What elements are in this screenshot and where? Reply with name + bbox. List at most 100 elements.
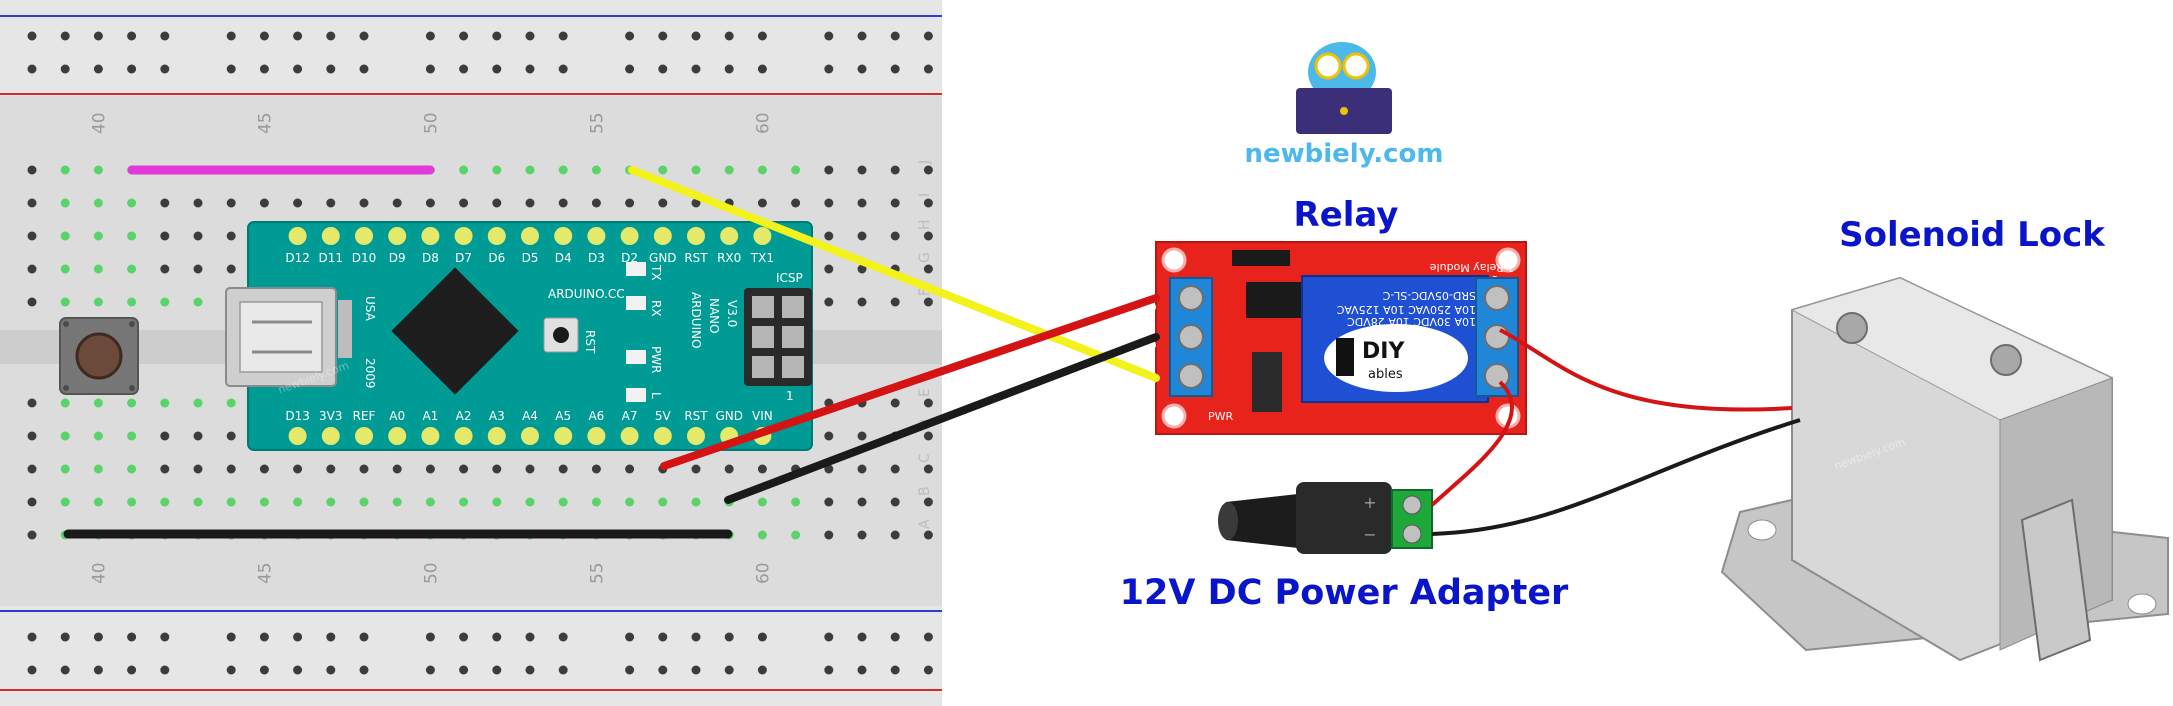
breadboard-hole — [923, 464, 933, 474]
breadboard-hole — [193, 264, 203, 274]
relay-spec-line-1: SRD-05VDC-SL-C — [1382, 289, 1476, 302]
push-button-corner — [63, 321, 69, 327]
breadboard-hole — [459, 165, 469, 175]
rail-hole — [93, 632, 103, 642]
pin-label: D5 — [522, 251, 539, 265]
icsp-pin — [782, 326, 804, 348]
breadboard-hole — [60, 431, 70, 441]
rail-hole — [27, 31, 37, 41]
terminal-screw — [1484, 285, 1510, 311]
breadboard-hole — [459, 464, 469, 474]
rail-hole — [857, 31, 867, 41]
icsp-pin — [782, 296, 804, 318]
pin-label: D3 — [588, 251, 605, 265]
arduino-pad — [554, 427, 573, 445]
led-label: RX — [649, 300, 663, 317]
pin-label: TX1 — [750, 251, 774, 265]
breadboard-hole — [757, 165, 767, 175]
rail-hole — [658, 632, 668, 642]
rst-text: RST — [583, 330, 597, 354]
breadboard-hole — [525, 464, 535, 474]
relay-spec-line-3: 10A 30VDC 10A 28VDC — [1347, 315, 1476, 328]
column-number: 50 — [421, 562, 441, 584]
breadboard-hole — [857, 530, 867, 540]
pin-label: GND — [649, 251, 677, 265]
rail-hole — [60, 665, 70, 675]
diyables-logo — [1324, 324, 1468, 392]
terminal-label-no: NO — [1533, 370, 1546, 387]
breadboard-hole — [757, 530, 767, 540]
column-number: 40 — [89, 562, 109, 584]
breadboard-hole — [824, 530, 834, 540]
breadboard-hole — [60, 398, 70, 408]
breadboard-hole — [160, 231, 170, 241]
rail-hole — [326, 64, 336, 74]
icsp-pin — [782, 356, 804, 378]
rail-hole — [724, 665, 734, 675]
breadboard-hole — [27, 264, 37, 274]
breadboard-hole — [923, 231, 933, 241]
breadboard-hole — [93, 264, 103, 274]
breadboard-hole — [60, 464, 70, 474]
arduino-pad — [321, 227, 340, 245]
breadboard-hole — [492, 198, 502, 208]
rail-hole — [459, 632, 469, 642]
breadboard-hole — [890, 165, 900, 175]
breadboard-hole — [127, 497, 137, 507]
breadboard-hole — [824, 231, 834, 241]
rail-hole — [160, 31, 170, 41]
dc-power-adapter: + − — [1218, 482, 1433, 554]
breadboard-hole — [27, 297, 37, 307]
breadboard-hole — [160, 198, 170, 208]
breadboard-hole — [459, 497, 469, 507]
pin-label: A1 — [422, 409, 438, 423]
rail-hole — [127, 665, 137, 675]
rail-hole — [27, 632, 37, 642]
rail-hole — [824, 665, 834, 675]
breadboard-hole — [127, 297, 137, 307]
pin-label: D4 — [555, 251, 572, 265]
rail-hole — [127, 64, 137, 74]
rail-hole — [293, 665, 303, 675]
rail-hole — [293, 31, 303, 41]
l-led — [626, 388, 646, 402]
model-line-3: V3.0 — [725, 300, 739, 327]
breadboard-hole — [60, 231, 70, 241]
arduino-pad — [288, 427, 307, 445]
breadboard-hole — [226, 264, 236, 274]
relay-spec-line-2: 10A 250VAC 10A 125VAC — [1336, 303, 1476, 316]
pwr-led — [626, 350, 646, 364]
breadboard-hole — [293, 464, 303, 474]
breadboard-hole — [923, 497, 933, 507]
breadboard-hole — [226, 464, 236, 474]
breadboard-hole — [193, 198, 203, 208]
plus-symbol: + — [1363, 493, 1376, 512]
pin-label: D12 — [285, 251, 310, 265]
black-ground-wire — [724, 333, 1160, 504]
rail-hole — [492, 31, 502, 41]
rail-hole — [824, 64, 834, 74]
rail-hole — [359, 665, 369, 675]
arduino-pad — [687, 427, 705, 445]
rail-hole — [724, 632, 734, 642]
minus-symbol: − — [1363, 525, 1376, 544]
pin-label: D13 — [285, 409, 310, 423]
mounting-hole — [1495, 247, 1521, 273]
optocoupler — [1246, 282, 1306, 318]
transistor — [1252, 352, 1282, 412]
relay-label: Relay — [1294, 195, 1399, 235]
arduino-pad — [653, 227, 672, 245]
rail-hole — [226, 632, 236, 642]
breadboard-hole — [293, 198, 303, 208]
rail-hole — [359, 31, 369, 41]
usa-text: USA — [363, 296, 377, 322]
row-letter: C — [917, 453, 933, 463]
arduino-pad — [487, 427, 506, 445]
breadboard-hole — [127, 198, 137, 208]
rail-hole — [923, 31, 933, 41]
row-letter: I — [917, 193, 933, 197]
breadboard-hole — [591, 198, 601, 208]
black-adapter-to-lock-wire — [1431, 418, 1801, 536]
breadboard-hole — [160, 497, 170, 507]
